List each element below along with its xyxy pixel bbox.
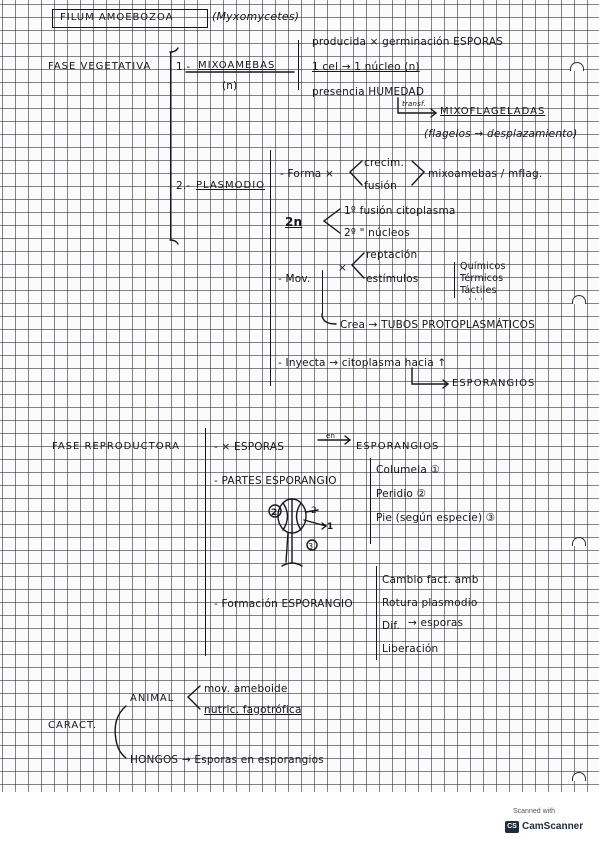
formacion-step-1: Cambio fact. amb [382, 574, 479, 586]
mov-label: - Mov. [278, 273, 311, 285]
forma-crecim: crecim. [364, 157, 404, 169]
estimulo-more: · · · [468, 295, 484, 305]
mixoflageladas-title: MIXOFLAGELADAS [440, 106, 546, 117]
plasmodio-brace [270, 150, 271, 386]
inyecta-citoplasma: - Inyecta → citoplasma hacia ↑ [278, 357, 447, 369]
mov-brace [322, 270, 323, 314]
caract-label: CARACT. [48, 720, 98, 731]
formacion-brace [376, 566, 377, 660]
mixoflageladas-detail: (flagelos → desplazamiento) [424, 128, 578, 140]
mixo-brace [298, 40, 299, 90]
formacion-step-2: Rotura plasmodio [382, 597, 478, 609]
fase-vegetativa-label: FASE VEGETATIVA [48, 61, 152, 72]
mov-reptacion: reptación [366, 249, 418, 261]
forma-label: - Forma × [280, 168, 334, 180]
parte-peridio: Peridio ② [376, 488, 427, 500]
fusion-step-1: 1º fusión citoplasma [344, 205, 456, 217]
plasmodio-title: PLASMODIO [196, 180, 266, 191]
forma-fusion: fusión [364, 180, 398, 192]
caract-animal: ANIMAL [130, 693, 175, 704]
formacion-esporangio-label: - Formación ESPORANGIO [214, 598, 353, 610]
inyecta-esporangios: ESPORANGIOS [452, 378, 536, 389]
caract-hongos: HONGOS → Esporas en esporangios [130, 754, 324, 766]
esporas-en: en [326, 432, 336, 440]
handwriting-strokes [114, 47, 450, 759]
forma-result: mixoamebas / mflag. [428, 168, 543, 180]
camscanner-watermark: Scanned with CS CamScanner [503, 808, 588, 838]
reproductora-brace [205, 428, 206, 656]
filum-title: FILUM AMOEBOZOA [60, 12, 174, 23]
caract-mov: mov. ameboide [204, 683, 288, 695]
binder-hole-top [570, 62, 584, 71]
parte-columela: Columela ① [376, 464, 441, 476]
parte-pie: Pie (según especie) ③ [376, 512, 496, 524]
mixo-line1: producida × germinación ESPORAS [312, 36, 504, 48]
crea-tubos: Crea → TUBOS PROTOPLASMÁTICOS [340, 319, 536, 331]
binder-hole-lower [572, 537, 586, 546]
formacion-step-4: Liberación [382, 643, 439, 655]
figure-label-2-left: 2 [271, 508, 278, 518]
mov-x: × [338, 262, 347, 274]
esporas-label: - × ESPORAS [214, 441, 285, 453]
filum-title-box [52, 9, 208, 28]
figure-label-3: 3 [308, 542, 314, 551]
page-bottom-margin [0, 792, 599, 848]
camscanner-icon: CS [505, 821, 519, 833]
mixo-number: 1.- [176, 61, 191, 73]
mixo-line3: presencia HUMEDAD [312, 86, 425, 98]
brace-tip [169, 47, 179, 53]
fase-reproductora-label: FASE REPRODUCTORA [52, 441, 181, 452]
mixo-ploidy: (n) [222, 80, 238, 92]
mixo-title: MIXOAMEBAS [198, 60, 276, 71]
filum-subtitle: (Myxomycetes) [212, 10, 300, 23]
estimulos-brace [454, 262, 455, 298]
partes-brace [370, 458, 371, 544]
binder-hole-bottom [572, 772, 586, 781]
caract-nutric: nutric. fagotrófica [204, 704, 302, 716]
formacion-step-3-result: → esporas [408, 617, 464, 629]
plasmodio-ploidy: 2n [285, 215, 303, 229]
esporas-esporangios: ESPORANGIOS [356, 441, 440, 452]
fusion-step-2: 2º " núcleos [344, 227, 410, 239]
transf-note: transf. [402, 100, 426, 108]
partes-esporangio-label: - PARTES ESPORANGIO [214, 475, 337, 487]
estimulo-termicos: Térmicos [460, 273, 504, 284]
plasmodio-number: 2.- [176, 180, 191, 192]
figure-label-1: 1 [327, 522, 334, 532]
binder-hole-middle [572, 295, 586, 304]
estimulo-tactiles: Táctiles [460, 285, 497, 296]
camscanner-brand: CamScanner [522, 821, 584, 832]
estimulo-quimicos: Químicos [460, 261, 506, 272]
mov-estimulos: estímulos [366, 273, 419, 285]
scanned-with-text: Scanned with [513, 808, 556, 815]
mixo-line2: 1 cel → 1 núcleo (n) [312, 61, 420, 73]
formacion-step-3: Dif. [382, 620, 401, 632]
vegetativa-brace [170, 52, 171, 240]
